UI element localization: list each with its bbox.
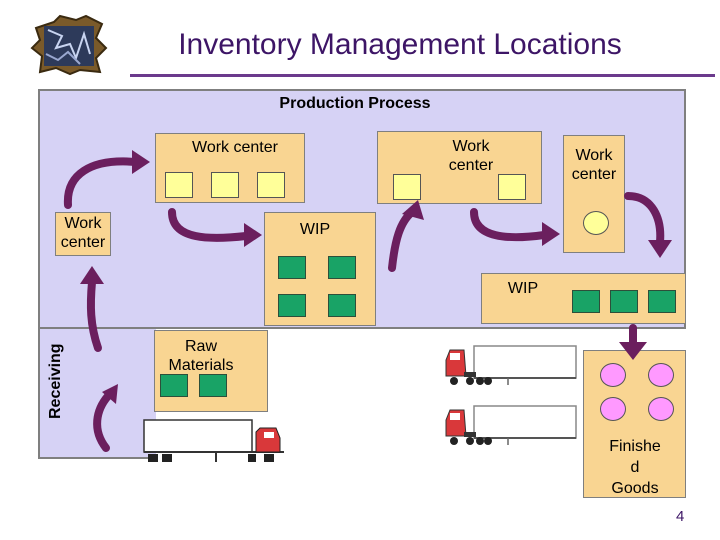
- arrowhead-icon: [402, 200, 424, 220]
- arrowhead-icon: [132, 150, 150, 174]
- wip-label-1: WIP: [299, 221, 331, 238]
- wip-item: [572, 290, 600, 313]
- arrow-heads: [80, 150, 672, 404]
- truck-icon: [445, 345, 577, 386]
- wip-item: [648, 290, 676, 313]
- page-number: 4: [676, 508, 685, 525]
- wip-item: [278, 256, 306, 279]
- slide-title: Inventory Management Locations: [178, 28, 622, 61]
- finished-goods-item: [600, 397, 626, 421]
- arrow-receiving-to-wc4: [86, 278, 102, 352]
- title-divider: [130, 74, 715, 77]
- work-center-3: [563, 135, 625, 253]
- arrow-wc2-to-wc3: [470, 208, 548, 242]
- arrow-wip-to-wc2: [388, 208, 416, 272]
- finished-goods-label-line-3: Goods: [611, 480, 659, 497]
- arrowhead-icon: [648, 240, 672, 258]
- raw-materials-label: Raw Materials: [168, 338, 234, 374]
- finished-goods-area: [583, 350, 686, 498]
- wip-area-1: [264, 212, 376, 326]
- work-center-2-label: Work center: [448, 138, 494, 174]
- arrowhead-icon: [542, 222, 560, 246]
- arrow-wc1-to-wip: [168, 208, 250, 242]
- work-item-oval: [583, 211, 609, 235]
- finished-goods-item: [648, 363, 674, 387]
- finished-goods-label: Finishe d Goods: [595, 436, 675, 499]
- work-center-4-label: Work center: [60, 215, 106, 251]
- puzzle-logo-icon: [30, 14, 110, 76]
- arrowhead-icon: [80, 266, 104, 284]
- flow-arrows: [63, 157, 665, 452]
- work-center-2: [377, 131, 542, 204]
- work-center-1: [155, 133, 305, 203]
- arrow-wc4-to-wc1: [63, 157, 140, 209]
- finished-goods-label-line-2: d: [630, 459, 640, 476]
- finished-goods-item: [600, 363, 626, 387]
- arrowhead-icon: [619, 342, 647, 360]
- finished-goods-label-line-1: Finishe: [609, 438, 661, 455]
- wip-area-2: [481, 273, 686, 324]
- work-item: [211, 172, 239, 198]
- finished-goods-item: [648, 397, 674, 421]
- wip-item: [328, 294, 356, 317]
- work-item: [393, 174, 421, 200]
- raw-material-item: [160, 374, 188, 397]
- work-center-3-label: Work center: [571, 147, 617, 183]
- work-center-4: [55, 212, 111, 256]
- truck-icon: [143, 419, 284, 462]
- wip-item: [610, 290, 638, 313]
- wip-item: [278, 294, 306, 317]
- arrowhead-icon: [244, 223, 262, 247]
- work-center-1-label: Work center: [192, 139, 278, 156]
- production-process-label: Production Process: [279, 95, 431, 112]
- raw-material-item: [199, 374, 227, 397]
- arrow-raw-to-receiving: [93, 392, 112, 452]
- work-item: [498, 174, 526, 200]
- work-item: [257, 172, 285, 198]
- wip-item: [328, 256, 356, 279]
- raw-materials-area: [154, 330, 268, 412]
- arrowhead-icon: [102, 384, 118, 404]
- arrow-wc3-to-wip2: [624, 192, 665, 246]
- truck-icon: [445, 405, 577, 446]
- work-item: [165, 172, 193, 198]
- wip-label-2: WIP: [507, 280, 539, 297]
